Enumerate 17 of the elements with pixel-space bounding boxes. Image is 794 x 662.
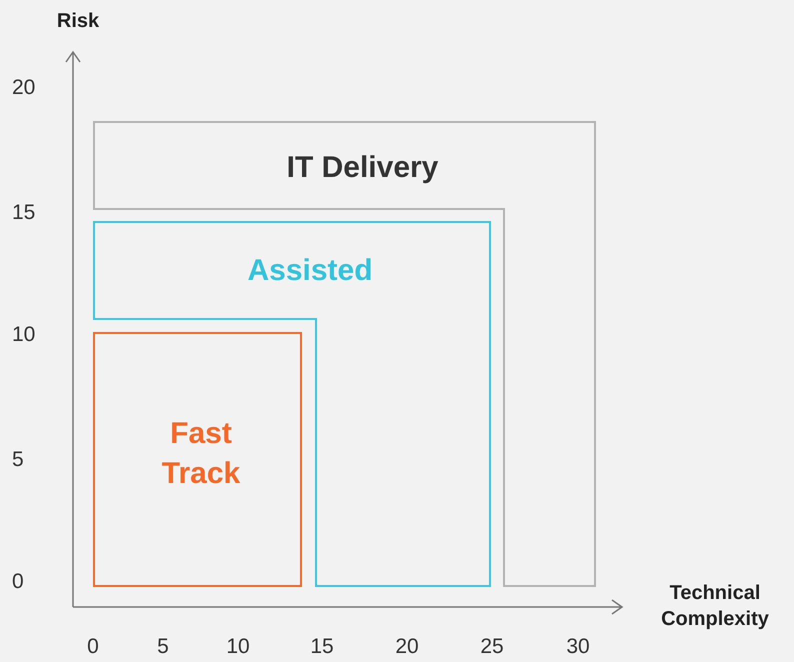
tick-label: 15	[309, 635, 335, 659]
tick-label: 5	[12, 448, 25, 472]
tick-label: 10	[12, 323, 36, 347]
tick-label: 10	[225, 635, 251, 659]
region-label: Assisted	[246, 253, 374, 289]
tick-label: 0	[86, 635, 100, 659]
region-label: IT Delivery	[286, 150, 440, 186]
tick-label: 15	[12, 201, 36, 225]
tick-label: 0	[12, 570, 25, 594]
axis-title: Risk	[56, 9, 100, 34]
tick-label: 20	[12, 76, 36, 100]
region-label: Fast Track	[160, 416, 242, 492]
tick-label: 20	[394, 635, 420, 659]
tick-label: 5	[156, 635, 170, 659]
tick-label: 25	[479, 635, 505, 659]
tick-label: 30	[565, 635, 591, 659]
axis-title: Technical Complexity	[660, 581, 770, 632]
